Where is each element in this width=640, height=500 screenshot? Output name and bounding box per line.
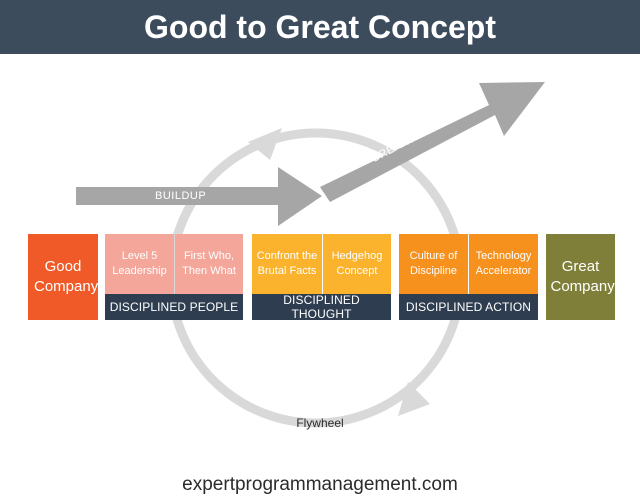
stage-thought-item-1-label: Confront the Brutal Facts [256,250,318,277]
flywheel-label: Flywheel [296,416,344,430]
stage-action-item-2: Technology Accelerator [469,234,538,294]
stage-action-item-1-label: Culture of Discipline [409,250,458,277]
flywheel-arrowhead-top [248,128,282,160]
stage-thought-item-2: Hedgehog Concept [323,234,391,294]
good-company-box: Good Company [28,234,98,320]
stage-action-item-1: Culture of Discipline [399,234,468,294]
buildup-label: BUILDUP [155,190,207,202]
flywheel-arrowhead-bottom [398,382,430,416]
stage-action-item-2-label: Technology Accelerator [475,250,532,277]
footer-url: expertprogrammanagement.com [182,474,458,495]
great-company-box: Great Company [546,234,615,320]
page-title: Good to Great Concept [0,0,640,54]
stage-people-item-2: First Who, Then What [175,234,243,294]
good-company-label: Good Company [34,258,99,295]
stage-thought-item-2-label: Hedgehog Concept [331,250,383,277]
stage-thought-item-1: Confront the Brutal Facts [252,234,322,294]
buildup-arrow [76,167,322,226]
stage-people-item-1: Level 5 Leadership [105,234,174,294]
stage-thought-label: DISCIPLINED THOUGHT [252,293,391,321]
great-company-label: Great Company [550,258,615,295]
breakthrough-arrow [320,82,545,202]
stage-people-label: DISCIPLINED PEOPLE [105,294,243,320]
stage-people-item-2-label: First Who, Then What [182,250,236,277]
stage-action-label: DISCIPLINED ACTION [399,294,538,320]
stage-people-item-1-label: Level 5 Leadership [112,250,167,277]
